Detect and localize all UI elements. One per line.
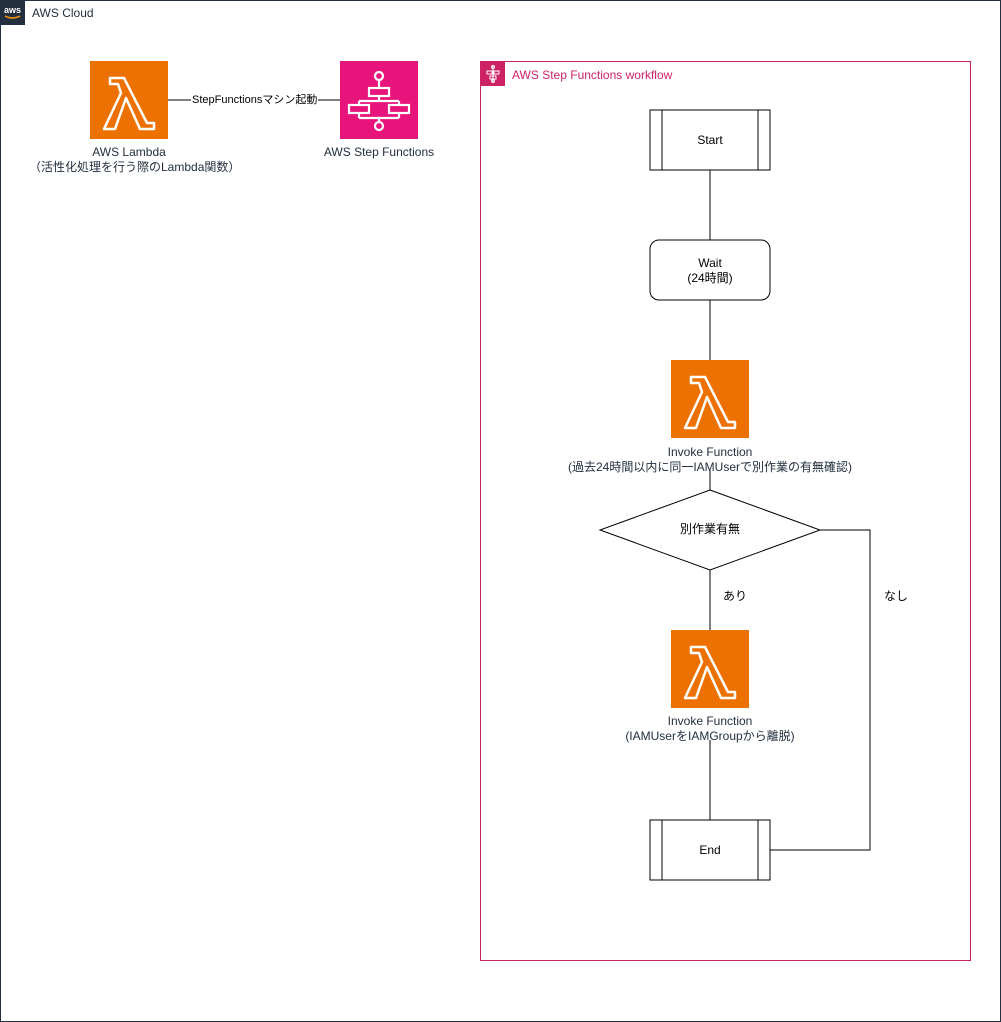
decision-node [598,489,822,571]
wait-node [649,239,771,301]
edge-label-start-machine: StepFunctionsマシン起動 [191,94,319,107]
step-functions-workflow-icon [481,62,505,86]
branch-yes-label: あり [723,589,748,603]
workflow-title: AWS Step Functions workflow [512,68,673,82]
invoke-function-2-label: Invoke Function (IAMUserをIAMGroupから離脱) [625,714,795,743]
wait-label: Wait (24時間) [687,256,733,285]
edge-decision-no [770,529,871,851]
step-functions-label: AWS Step Functions [323,145,435,159]
start-label: Start [697,133,723,147]
end-label: End [699,843,721,857]
lambda-trigger-icon [90,61,168,139]
lambda-trigger-label: AWS Lambda （活性化処理を行う際のLambda関数） [29,145,241,174]
svg-text:aws: aws [4,5,21,15]
branch-no-label: なし [884,589,909,603]
invoke-function-1-label: Invoke Function (過去24時間以内に同一IAMUserで別作業の… [567,445,852,474]
start-node [649,109,771,171]
aws-cloud-logo-icon: aws [0,0,25,25]
invoke-function-2-icon [671,630,749,708]
step-functions-icon [340,61,418,139]
aws-cloud-title: AWS Cloud [32,6,94,20]
end-node [649,819,771,881]
decision-label: 別作業有無 [679,522,740,536]
workflow-group [480,61,971,961]
invoke-function-1-icon [671,360,749,438]
